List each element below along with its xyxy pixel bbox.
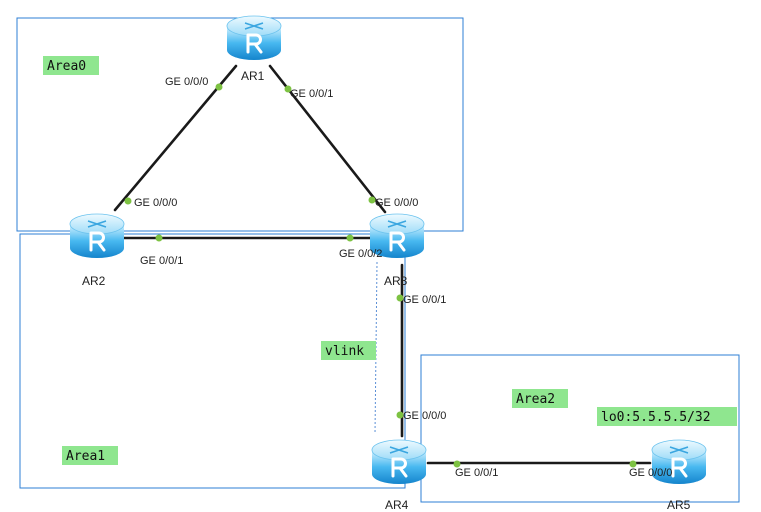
area2-label: Area2 — [516, 392, 555, 407]
links — [113, 64, 652, 465]
port-label-ar3-ge000: GE 0/0/0 — [375, 197, 418, 209]
port-dot-ar3-ge001 — [396, 294, 404, 302]
port-dot-ar3-ge002 — [346, 234, 354, 242]
port-label-ar4-ge000: GE 0/0/0 — [403, 410, 446, 422]
router-icon[interactable] — [225, 14, 283, 62]
port-dot-ar4-ge001 — [453, 460, 461, 468]
router-label-ar4: AR4 — [385, 498, 409, 512]
port-label-ar1-ge001: GE 0/0/1 — [290, 88, 333, 100]
router-icon[interactable] — [370, 438, 428, 486]
vlink-dashed-line — [374, 261, 378, 435]
router-label-ar1: AR1 — [241, 69, 265, 83]
port-dot-ar1-ge001 — [284, 85, 292, 93]
area0-tag: Area0 — [43, 56, 99, 75]
port-label-ar2-ge000: GE 0/0/0 — [134, 197, 177, 209]
port-dot-ar1-ge000 — [215, 83, 223, 91]
vlink-label: vlink — [325, 344, 364, 359]
router-label-ar3: AR3 — [384, 274, 408, 288]
area1-box — [19, 233, 406, 489]
area2-tag: Area2 — [512, 389, 568, 408]
port-dot-ar5-ge000 — [629, 460, 637, 468]
port-label-ar2-ge001: GE 0/0/1 — [140, 255, 183, 267]
area1-tag: Area1 — [62, 446, 118, 465]
port-label-ar4-ge001: GE 0/0/1 — [455, 467, 498, 479]
port-label-ar1-ge000: GE 0/0/0 — [165, 76, 208, 88]
area1-label: Area1 — [66, 449, 105, 464]
link-ar1-ar2 — [113, 64, 238, 212]
router-icon[interactable] — [68, 212, 126, 260]
area2-box — [420, 354, 740, 503]
port-dot-ar2-ge000 — [124, 197, 132, 205]
vlink-tag: vlink — [321, 341, 376, 360]
loopback-label: lo0:5.5.5.5/32 — [601, 410, 711, 425]
port-dot-ar4-ge000 — [396, 411, 404, 419]
port-label-ar3-ge001: GE 0/0/1 — [403, 294, 446, 306]
area0-label: Area0 — [47, 59, 86, 74]
port-label-ar3-ge002: GE 0/0/2 — [339, 248, 382, 260]
router-label-ar2: AR2 — [82, 274, 106, 288]
loopback-tag: lo0:5.5.5.5/32 — [597, 407, 737, 426]
port-dot-ar3-ge000 — [368, 196, 376, 204]
router-label-ar5: AR5 — [667, 498, 691, 512]
port-dot-ar2-ge001 — [155, 234, 163, 242]
port-dots — [124, 83, 637, 468]
port-label-ar5-ge000: GE 0/0/0 — [629, 467, 672, 479]
